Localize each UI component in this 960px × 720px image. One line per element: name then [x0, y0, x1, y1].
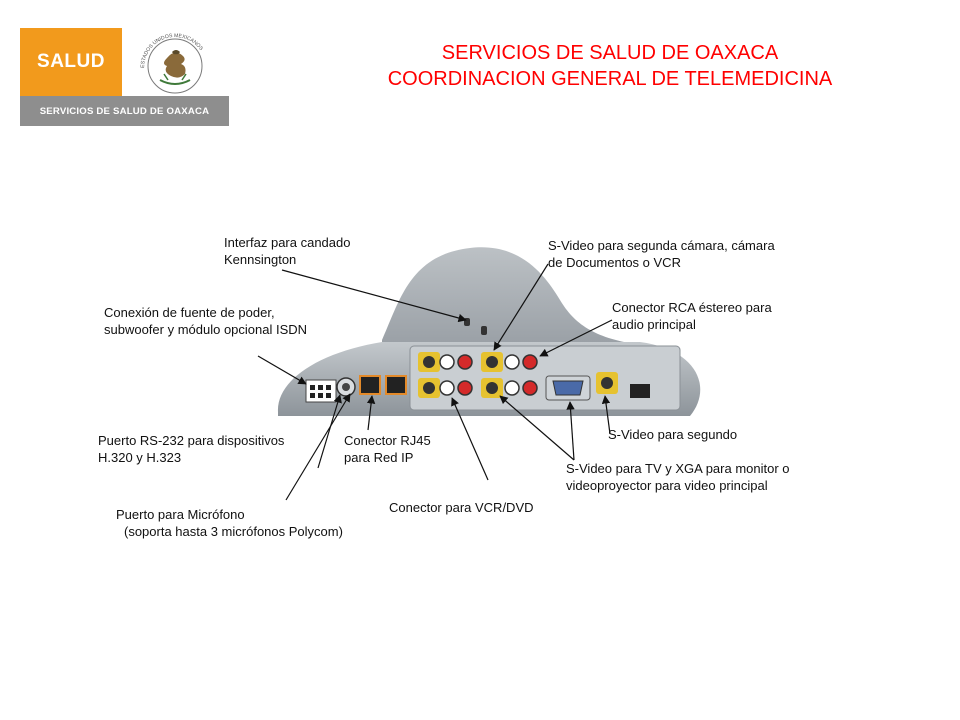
label-rca-line2: audio principal [612, 317, 696, 332]
power-connector-icon [305, 379, 337, 403]
label-power: Conexión de fuente de poder, subwoofer y… [104, 304, 307, 338]
label-mic-line2: (soporta hasta 3 micrófonos Polycom) [124, 524, 343, 539]
label-rj45-line1: Conector RJ45 [344, 433, 431, 448]
label-rj45: Conector RJ45 para Red IP [344, 432, 431, 466]
label-rj45-line2: para Red IP [344, 450, 414, 465]
mic-port-icon [336, 377, 356, 397]
logo-subtitle: SERVICIOS DE SALUD DE OAXACA [39, 105, 210, 117]
logo-brand-text: SALUD [37, 51, 105, 72]
label-power-line2: subwoofer y módulo opcional ISDN [104, 322, 308, 337]
page-title: SERVICIOS DE SALUD DE OAXACA COORDINACIO… [290, 40, 930, 92]
leader-lines [257, 263, 613, 501]
label-svideo2-line2: de Documentos o VCR [548, 255, 681, 270]
label-svideo-segundo: S-Video para segundo [608, 426, 737, 443]
title-line-1: SERVICIOS DE SALUD DE OAXACA [441, 42, 779, 64]
label-svideo-tv-xga: S-Video para TV y XGA para monitor o vid… [566, 460, 790, 494]
label-rca: Conector RCA éstereo para audio principa… [612, 299, 772, 333]
label-kensington: Interfaz para candado Kennsington [224, 234, 350, 268]
label-rs232-line1: Puerto RS-232 para dispositivos [98, 433, 285, 448]
logo-brand-block: SALUD [20, 28, 122, 96]
label-svideo-tv-line1: S-Video para TV y XGA para monitor o [566, 461, 790, 476]
label-mic-line1: Puerto para Micrófono [116, 507, 245, 522]
salud-logo: SALUD ESTADOS UNIDOS MEXICANOS SERVICIOS… [20, 28, 229, 126]
label-power-line1: Conexión de fuente de poder, [104, 305, 275, 320]
label-svideo2-line1: S-Video para segunda cámara, cámara [548, 238, 775, 253]
label-mic: Puerto para Micrófono (soporta hasta 3 m… [116, 506, 343, 540]
label-svideo-second-camera: S-Video para segunda cámara, cámara de D… [548, 237, 775, 271]
label-rs232-line2: H.320 y H.323 [98, 450, 182, 465]
xga-port-icon [545, 375, 591, 401]
svideo-right-port-icon [596, 372, 618, 394]
power-switch-icon [630, 384, 650, 398]
label-svideo-tv-line2: videoproyector para video principal [566, 478, 768, 493]
label-svideo-seg-line1: S-Video para segundo [608, 427, 738, 442]
rj45-ports-icon [359, 375, 407, 395]
device-dome [382, 247, 640, 345]
av-connectors-icon [418, 352, 538, 398]
label-kensington-line2: Kennsington [224, 252, 297, 267]
label-rs232: Puerto RS-232 para dispositivos H.320 y … [98, 432, 284, 466]
label-vcr: Conector para VCR/DVD [389, 499, 534, 516]
label-vcr-line1: Conector para VCR/DVD [389, 500, 534, 515]
mexico-seal-icon: ESTADOS UNIDOS MEXICANOS [122, 28, 229, 96]
logo-subtitle-strip: SERVICIOS DE SALUD DE OAXACA [20, 96, 229, 126]
title-line-2: COORDINACION GENERAL DE TELEMEDICINA [387, 68, 833, 90]
label-rca-line1: Conector RCA éstereo para [612, 300, 772, 315]
label-kensington-line1: Interfaz para candado [224, 235, 351, 250]
